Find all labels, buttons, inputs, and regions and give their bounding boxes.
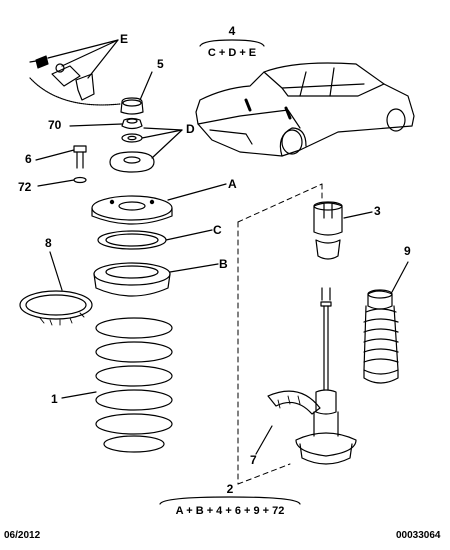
part-9-dust-boot xyxy=(363,261,409,384)
label-B: B xyxy=(219,257,228,271)
part-C-bearing xyxy=(97,229,213,250)
label-7: 7 xyxy=(250,453,257,467)
part-B-spring-seat xyxy=(93,262,219,297)
part-1-coil-spring xyxy=(61,317,173,453)
part-5-bump-stop xyxy=(120,71,153,115)
kit-2-number: 2 xyxy=(226,482,234,496)
label-6: 6 xyxy=(25,152,32,166)
label-3: 3 xyxy=(374,204,381,218)
kit-4-formula: C + D + E xyxy=(207,47,257,59)
part-72-washer xyxy=(37,176,87,187)
part-7-lower-insulator xyxy=(255,390,321,455)
kit-2-formula: A + B + 4 + 6 + 9 + 72 xyxy=(175,505,285,517)
label-A: A xyxy=(228,177,237,191)
assembly-guide-lines xyxy=(237,183,323,485)
shock-absorber xyxy=(295,287,357,465)
part-D-cups xyxy=(109,127,183,173)
car-illustration xyxy=(195,62,415,157)
label-E: E xyxy=(120,32,129,46)
part-E-fasteners xyxy=(29,39,121,106)
footer-date: 06/2012 xyxy=(4,530,41,541)
label-72: 72 xyxy=(18,180,32,194)
kit-4-bracket xyxy=(199,39,265,47)
label-1: 1 xyxy=(51,392,58,406)
part-6-bolt xyxy=(35,145,87,169)
part-3-strut-mount xyxy=(313,201,373,260)
label-8: 8 xyxy=(45,236,52,250)
kit-4-number: 4 xyxy=(228,24,236,38)
label-D: D xyxy=(186,122,195,136)
part-A-upper-mount xyxy=(91,183,227,225)
part-8-insulator-ring xyxy=(19,251,93,326)
part-70-washer xyxy=(69,117,143,130)
footer-ref: 00033064 xyxy=(396,530,441,541)
label-C: C xyxy=(213,223,222,237)
kit-2-bracket xyxy=(159,496,301,505)
label-9: 9 xyxy=(404,244,411,258)
label-70: 70 xyxy=(48,118,62,132)
label-5: 5 xyxy=(157,57,164,71)
